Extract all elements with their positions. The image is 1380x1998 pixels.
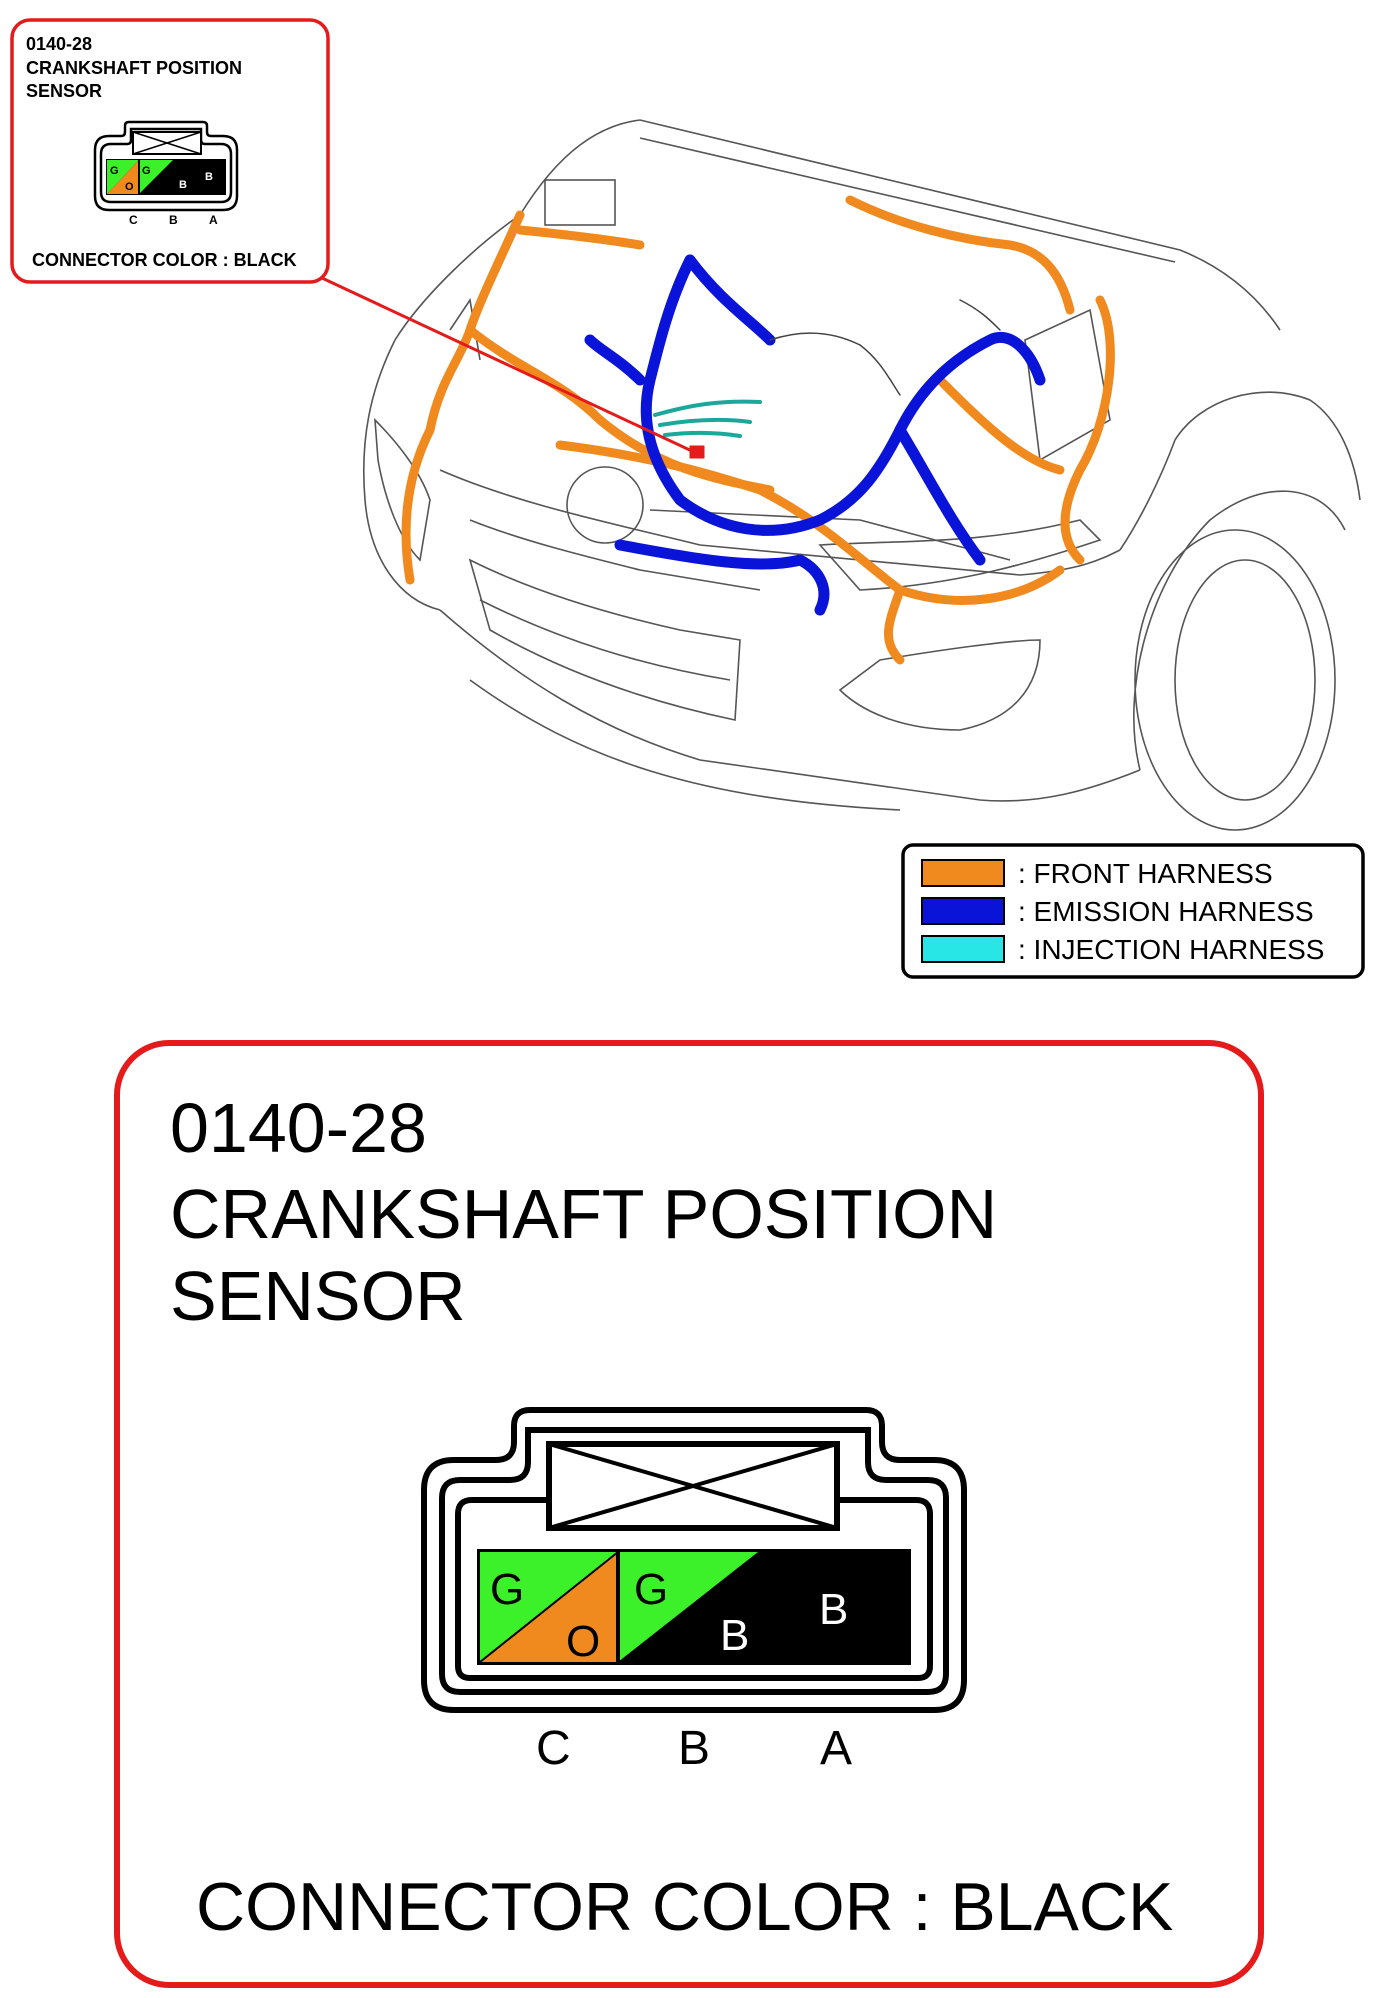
large-pin-c-wire-2: O (566, 1617, 600, 1666)
small-pin-b-label: B (169, 213, 178, 227)
small-pin-b-wire-1: G (142, 165, 151, 177)
grille-lower (468, 558, 741, 721)
large-connector-drawing: G O G B B C B A (421, 1407, 967, 1775)
connector-lead (769, 332, 861, 346)
right-lower-intake (838, 639, 1041, 731)
small-pin-c-wire-1: G (110, 165, 119, 177)
emission-harness-segment (584, 334, 646, 386)
large-pin-c-label: C (536, 1722, 571, 1775)
small-sensor-callout: 0140-28 CRANKSHAFT POSITION SENSOR G O G… (10, 18, 330, 284)
small-callout-name-line1: CRANKSHAFT POSITION (26, 58, 242, 78)
injection-harness-segment (663, 430, 742, 438)
front-harness-segment (1060, 295, 1115, 565)
lower-grille-slat (479, 599, 731, 681)
front-harness-segment (465, 325, 775, 495)
legend-label-emission: : EMISSION HARNESS (1018, 896, 1314, 927)
wheel-arch (1133, 490, 1346, 771)
hood-front-edge (394, 214, 521, 341)
small-pin-c-wire-2: O (125, 181, 134, 193)
large-pin-b-wire-2: B (720, 1611, 749, 1660)
right-headlamp (818, 519, 1102, 591)
harness-legend: : FRONT HARNESS : EMISSION HARNESS : INJ… (901, 843, 1365, 979)
small-connector-drawing: G O G B B C B A (93, 120, 239, 227)
front-harness-segment (425, 210, 525, 435)
small-pin-a-wire-1: B (205, 171, 213, 183)
injection-harness-segment (653, 399, 762, 417)
large-pin-b-label: B (678, 1722, 710, 1775)
right-fender (1119, 391, 1361, 551)
injection-harness-paths (653, 399, 762, 438)
legend-swatch-injection (921, 935, 1005, 963)
front-harness-segment (935, 375, 1065, 475)
battery-box (544, 179, 616, 226)
emission-harness-paths (584, 254, 1046, 616)
front-wheel-outer (1134, 529, 1336, 831)
large-pin-a-wire-1: B (819, 1585, 848, 1634)
emission-harness-segment (684, 254, 776, 346)
hood-outline (519, 119, 1281, 331)
injection-harness-segment (658, 417, 752, 427)
large-callout-name-line1: CRANKSHAFT POSITION (170, 1175, 997, 1253)
front-bumper-top (439, 469, 1121, 576)
fan-shroud (566, 466, 644, 544)
emission-harness-segment (640, 254, 826, 536)
connector-lead (859, 344, 901, 396)
large-pin-b-green-half (618, 1552, 758, 1662)
harness-wiring (401, 195, 1115, 665)
large-connector-latch-cross (548, 1442, 838, 1530)
front-harness-segment (401, 425, 435, 585)
front-harness-segment (883, 585, 905, 665)
legend-swatch-front (921, 859, 1005, 887)
small-pin-c-orange-half (107, 160, 139, 194)
radiator-support (649, 509, 1011, 561)
large-pin-c-diagonal (479, 1551, 619, 1663)
large-callout-connector-color: CONNECTOR COLOR : BLACK (196, 1869, 1173, 1945)
crankshaft-sensor-marker (689, 445, 705, 459)
small-pin-c-label: C (129, 213, 138, 227)
connector-leads (769, 299, 1001, 396)
fuse-box (1024, 308, 1111, 462)
windshield-edge (639, 137, 1176, 263)
left-headlamp (374, 417, 431, 562)
legend-swatch-emission (921, 897, 1005, 925)
small-callout-name-line2: SENSOR (26, 81, 102, 101)
front-harness-segment (515, 225, 645, 250)
small-callout-code: 0140-28 (26, 34, 92, 54)
large-pin-b-wire-1: G (634, 1565, 668, 1614)
emission-harness-segment (614, 539, 830, 616)
small-pin-a-label: A (209, 213, 218, 227)
bumper-bottom (469, 679, 901, 811)
large-callout-code: 0140-28 (170, 1089, 427, 1167)
grille-upper (469, 519, 761, 591)
left-fender (362, 339, 441, 611)
front-harness-segment (845, 195, 1075, 315)
large-callout-name-line2: SENSOR (170, 1257, 466, 1335)
legend-label-injection: : INJECTION HARNESS (1018, 934, 1324, 965)
front-harness-paths (401, 195, 1115, 665)
large-pin-c-wire-1: G (490, 1565, 524, 1614)
small-pin-b-green-half (139, 160, 173, 194)
small-connector-latch-cross (132, 131, 202, 155)
car-front-illustration (362, 119, 1361, 831)
front-bumper-lower (439, 609, 1141, 802)
emission-harness-segment (814, 331, 1046, 526)
large-pin-a-label: A (820, 1722, 852, 1775)
small-pin-b-wire-2: B (179, 179, 187, 191)
connector-lead (959, 299, 1001, 331)
small-callout-connector-color: CONNECTOR COLOR : BLACK (32, 250, 297, 270)
emission-harness-segment (894, 424, 986, 566)
callout-leader-line (321, 276, 695, 454)
large-sensor-callout: 0140-28 CRANKSHAFT POSITION SENSOR G O G… (114, 1040, 1264, 1988)
legend-label-front: : FRONT HARNESS (1018, 858, 1273, 889)
front-wheel-inner (1174, 559, 1316, 801)
legend-frame (901, 843, 1365, 979)
